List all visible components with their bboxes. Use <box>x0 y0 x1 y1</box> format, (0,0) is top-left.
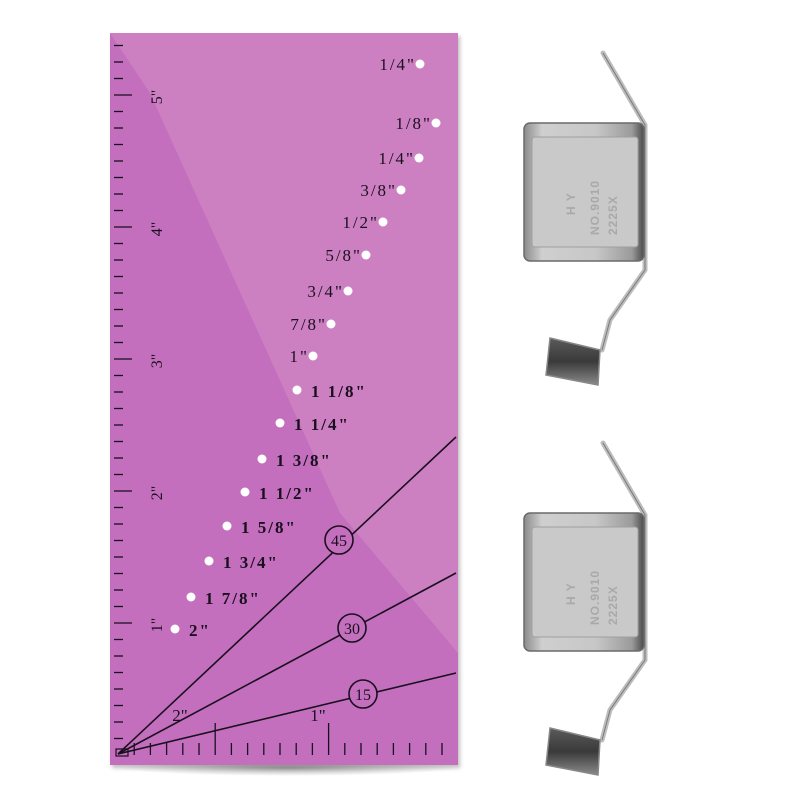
seam-allowance-label: 1/4" <box>378 149 415 168</box>
seam-allowance-label: 1 7/8" <box>205 589 261 608</box>
seam-guide-brand: H Y <box>564 582 578 605</box>
angle-label: 45 <box>331 533 347 550</box>
seam-guide-model: NO.9010 <box>588 179 602 235</box>
seam-guide-code: 2225X <box>606 195 620 235</box>
seam-allowance-label: 5/8" <box>325 246 362 265</box>
seam-allowance-label: 1/8" <box>395 114 432 133</box>
seam-guide-body <box>523 50 648 386</box>
seam-allowance-label: 1 1/8" <box>311 382 367 401</box>
vertical-scale-label: 4" <box>149 222 166 237</box>
seam-guide-body <box>523 440 648 776</box>
magnetic-seam-guide-2: H Y NO.9010 2225X <box>510 435 660 795</box>
vertical-scale-label: 1" <box>149 618 166 633</box>
vertical-scale-label: 2" <box>149 486 166 501</box>
angle-label: 15 <box>355 687 371 704</box>
seam-guide-brand: H Y <box>564 192 578 215</box>
seam-allowance-label: 1/4" <box>379 55 416 74</box>
seam-allowance-label: 1 3/4" <box>223 553 279 572</box>
seam-allowance-label: 3/4" <box>307 282 344 301</box>
seam-allowance-ruler: 5" 4" 3" 2" 1" 2" 1" 45 30 15 1/4" 1/8" 1/4" 3/8" 1/2"… <box>110 33 458 765</box>
seam-allowance-label: 2" <box>189 621 211 640</box>
seam-allowance-label: 1/2" <box>342 213 379 232</box>
ruler-glare <box>110 33 458 653</box>
seam-allowance-label: 1 1/2" <box>259 484 315 503</box>
seam-allowance-label: 1 1/4" <box>294 415 350 434</box>
seam-guide-model: NO.9010 <box>588 569 602 625</box>
vertical-scale-label: 3" <box>149 354 166 369</box>
horizontal-scale-label: 2" <box>172 706 187 725</box>
seam-allowance-label: 3/8" <box>360 181 397 200</box>
seam-guide-code: 2225X <box>606 585 620 625</box>
angle-label: 30 <box>344 621 360 638</box>
seam-allowance-label: 1 3/8" <box>276 451 332 470</box>
horizontal-scale-label: 1" <box>310 706 325 725</box>
seam-allowance-label: 7/8" <box>290 315 327 334</box>
vertical-scale-label: 5" <box>149 90 166 105</box>
seam-allowance-label: 1 5/8" <box>241 518 297 537</box>
magnetic-seam-guide-1: H Y NO.9010 2225X <box>510 45 660 405</box>
ruler-markings: 5" 4" 3" 2" 1" 2" 1" 45 30 15 1/4" 1/8" 1/4" 3/8" 1/2"… <box>114 44 457 757</box>
seam-allowance-label: 1" <box>290 347 309 366</box>
